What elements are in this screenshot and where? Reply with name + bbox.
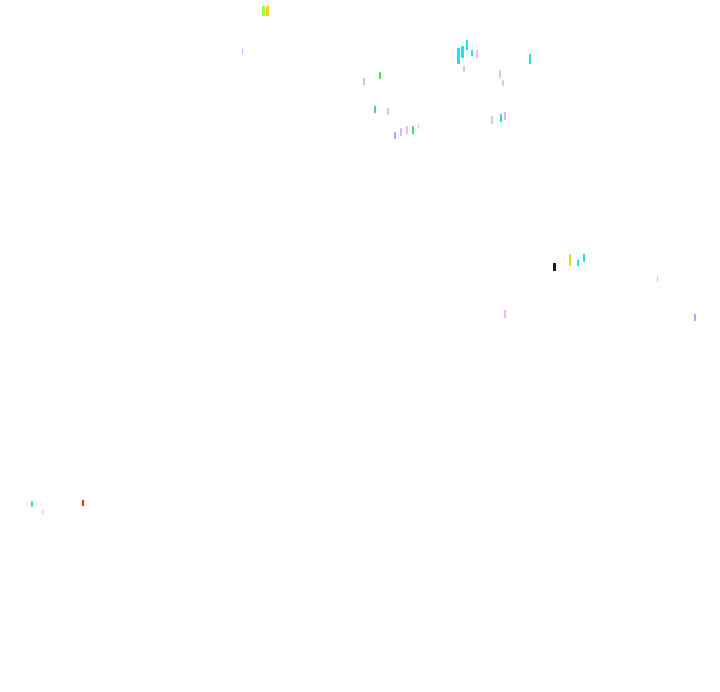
color-speck <box>569 254 571 266</box>
color-speck <box>553 263 556 271</box>
color-speck <box>500 114 502 122</box>
color-speck <box>394 132 396 139</box>
color-speck <box>529 54 531 64</box>
color-speck <box>657 276 658 282</box>
color-speck <box>387 108 389 115</box>
color-speck <box>504 310 506 318</box>
color-speck <box>502 80 504 86</box>
color-speck <box>471 50 473 56</box>
speck-layer <box>31 6 696 514</box>
color-speck <box>499 70 501 78</box>
color-speck <box>466 40 468 50</box>
color-speck <box>476 50 478 58</box>
color-speck <box>31 501 33 507</box>
color-speck <box>504 112 506 120</box>
color-speck <box>82 500 84 506</box>
color-speck <box>583 254 585 262</box>
color-speck <box>363 78 365 85</box>
color-speck <box>694 314 696 321</box>
color-speck <box>418 124 419 129</box>
color-speck <box>577 260 579 266</box>
color-speck <box>262 6 265 16</box>
color-speck <box>242 48 243 54</box>
color-speck <box>42 510 43 514</box>
color-speck <box>412 126 414 134</box>
color-speck <box>374 106 376 113</box>
color-speck <box>491 116 493 124</box>
color-speck <box>266 6 269 16</box>
color-speck <box>463 66 465 72</box>
color-speck <box>461 46 464 58</box>
color-speck <box>379 72 381 79</box>
color-speck <box>406 126 408 134</box>
color-speck <box>457 48 460 64</box>
color-speck <box>400 128 402 136</box>
